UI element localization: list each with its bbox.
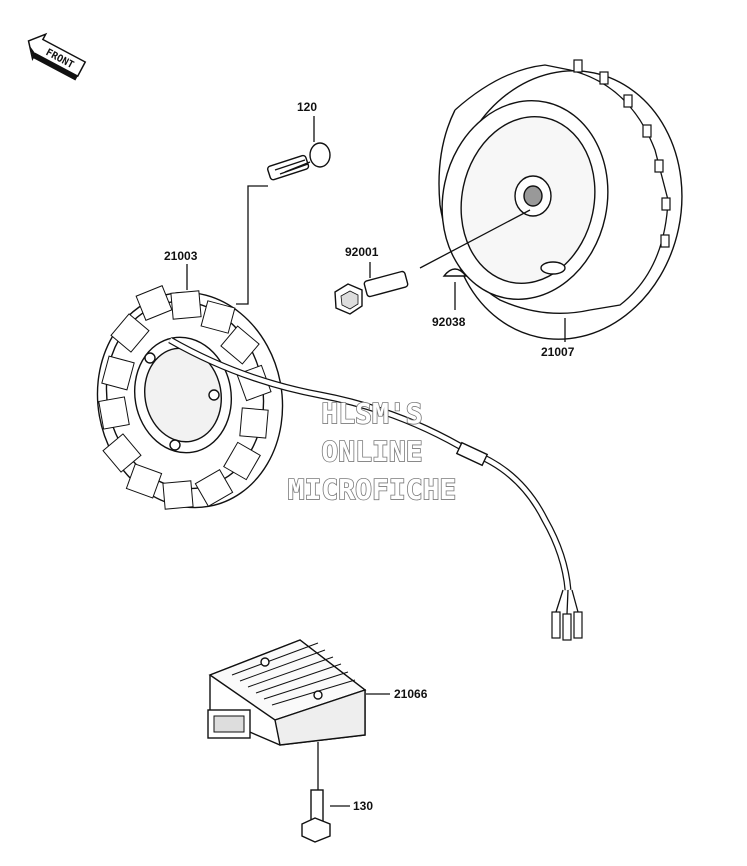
bolt-120 (266, 142, 331, 181)
part-label-92001: 92001 (345, 245, 379, 259)
watermark: HLSM'S ONLINE MICROFICHE (287, 396, 457, 507)
key-92038 (442, 268, 468, 277)
wire-harness (168, 336, 583, 641)
flywheel-rotor (438, 59, 683, 340)
watermark-line-2: ONLINE (321, 435, 422, 468)
regulator-rectifier (207, 639, 367, 746)
part-label-120: 120 (297, 100, 317, 114)
stator (96, 285, 284, 510)
part-label-21003: 21003 (164, 249, 198, 263)
part-label-21066: 21066 (394, 687, 428, 701)
part-label-21007: 21007 (541, 345, 575, 359)
part-label-130: 130 (353, 799, 373, 813)
part-label-92038: 92038 (432, 315, 466, 329)
leader-lines (186, 116, 566, 807)
front-arrow-icon: FRONT (27, 32, 87, 81)
bolt-130 (301, 789, 331, 843)
watermark-line-3: MICROFICHE (288, 473, 457, 506)
watermark-line-1: HLSM'S (321, 397, 422, 430)
bolt-92001 (334, 270, 409, 315)
